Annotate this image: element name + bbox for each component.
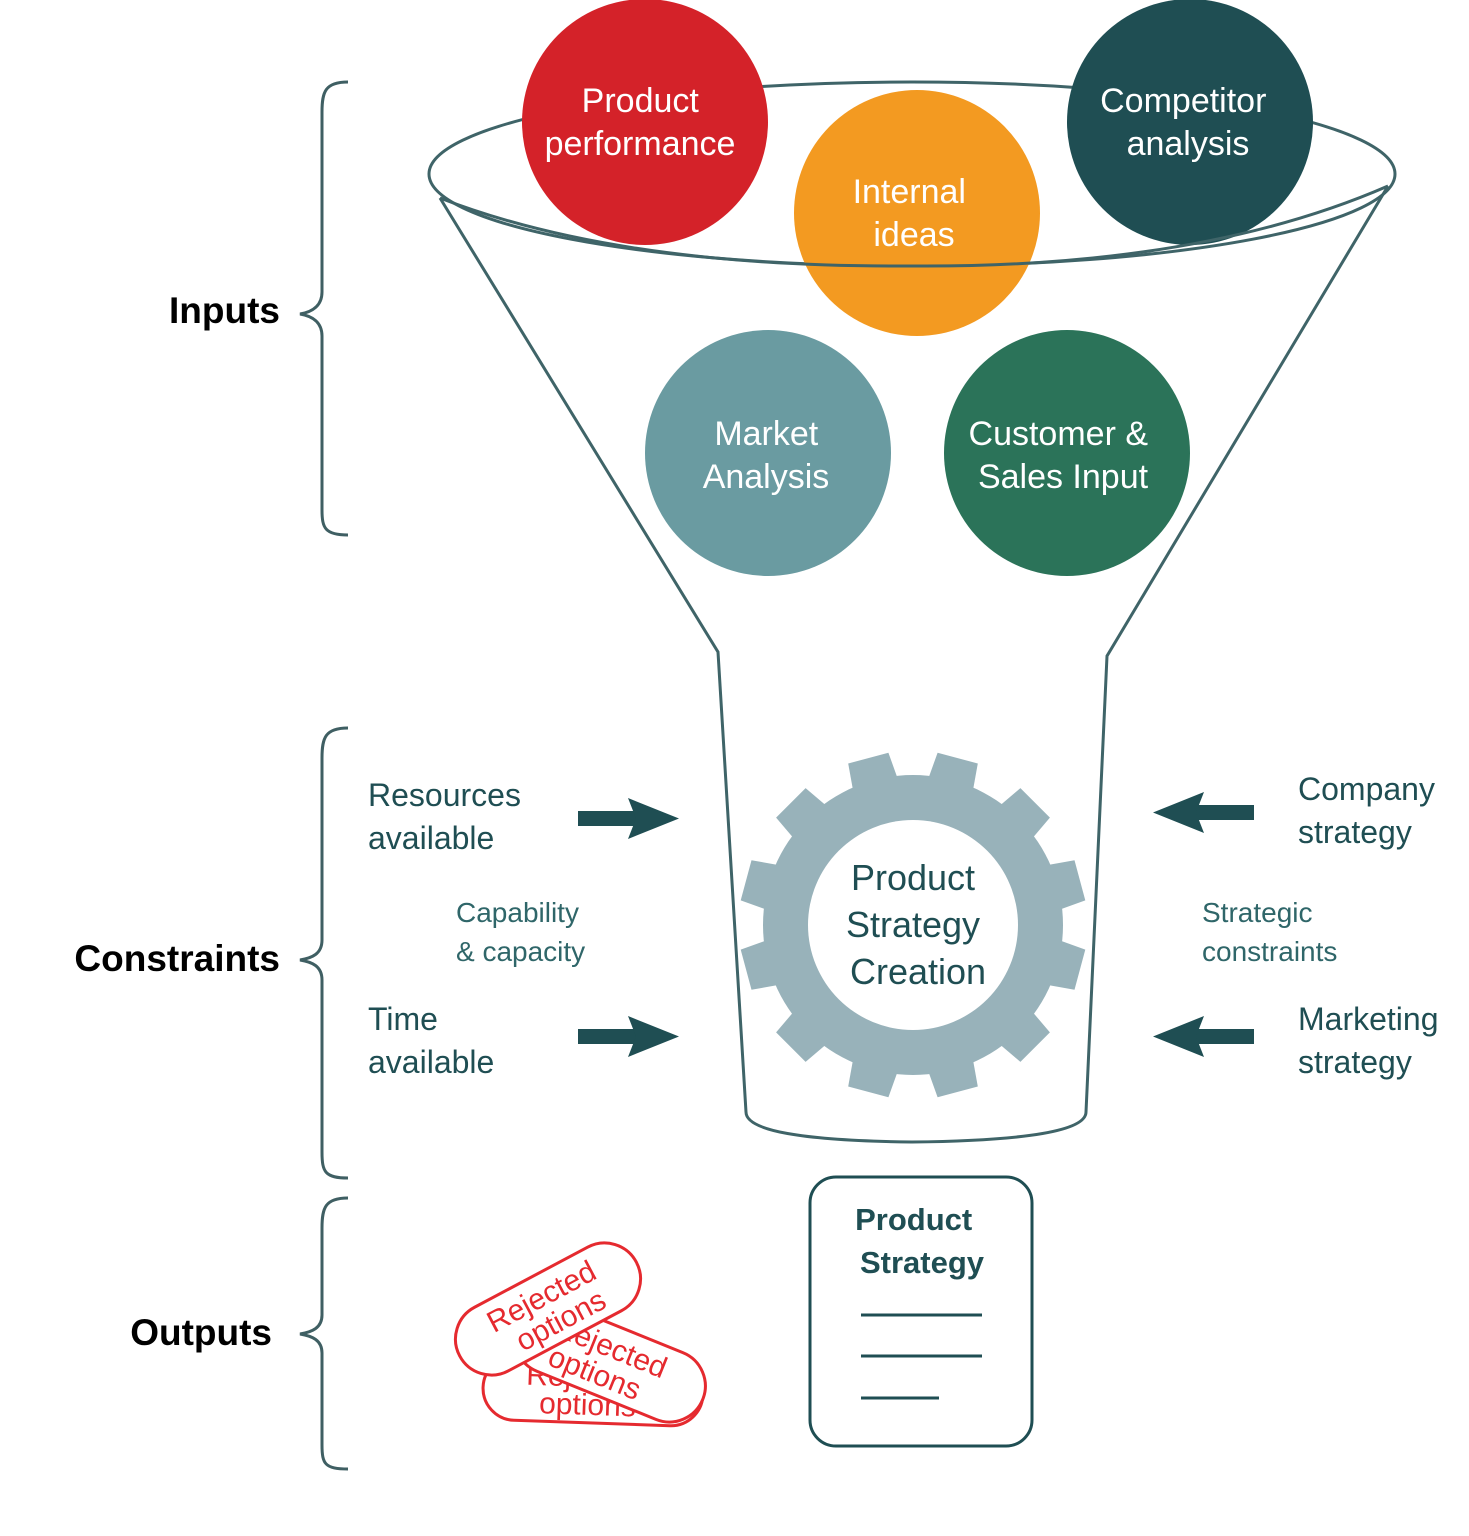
inputs-brace	[299, 80, 349, 537]
marketing-strategy-text: Marketing strategy	[1298, 1001, 1447, 1080]
product-performance-text: Product performance	[545, 82, 736, 163]
arrow-right-icon	[578, 1016, 679, 1057]
funnel-body	[438, 185, 1390, 1144]
funnel-rim-front	[439, 184, 1389, 268]
input-customer-sales: Customer & Sales Input	[944, 330, 1190, 576]
gear-icon: Product Strategy Creation	[740, 752, 1086, 1098]
input-market-analysis: Market Analysis	[645, 330, 891, 576]
competitor-analysis-text: Competitor analysis	[1100, 82, 1276, 163]
market-analysis-text: Market Analysis	[703, 415, 830, 496]
gear-tooth	[776, 788, 833, 845]
product-strategy-doc-title: Product Strategy	[855, 1202, 985, 1280]
arrow-right-icon	[578, 798, 679, 839]
gear-tooth	[776, 1005, 833, 1062]
company-strategy-text: Company strategy	[1298, 771, 1444, 850]
input-competitor-analysis: Competitor analysis	[1067, 0, 1313, 245]
input-internal-ideas: Internal ideas	[794, 90, 1040, 336]
product-strategy-document: Product Strategy	[808, 1175, 1034, 1448]
resources-available-text: Resources available	[368, 777, 530, 856]
constraints-label: Constraints	[74, 938, 280, 979]
inputs-label: Inputs	[169, 290, 280, 331]
gear-tooth	[993, 788, 1050, 845]
internal-ideas-text: Internal ideas	[853, 173, 976, 254]
time-available-text: Time available	[368, 1001, 494, 1080]
arrow-left-icon	[1153, 1016, 1254, 1057]
outputs-label: Outputs	[130, 1312, 272, 1353]
customer-sales-text: Customer & Sales Input	[969, 415, 1158, 496]
arrow-left-icon	[1153, 792, 1254, 833]
constraints-brace	[299, 726, 349, 1180]
strategic-constraints-text: Strategic constraints	[1202, 897, 1337, 967]
rejected-options-stamps: Rejected options Rejected options Reject…	[453, 1241, 707, 1428]
capability-capacity-text: Capability & capacity	[456, 897, 587, 967]
outputs-brace	[299, 1196, 349, 1471]
gear-tooth	[993, 1005, 1050, 1062]
gear-text: Product Strategy Creation	[846, 857, 990, 992]
input-product-performance: Product performance	[522, 0, 768, 245]
